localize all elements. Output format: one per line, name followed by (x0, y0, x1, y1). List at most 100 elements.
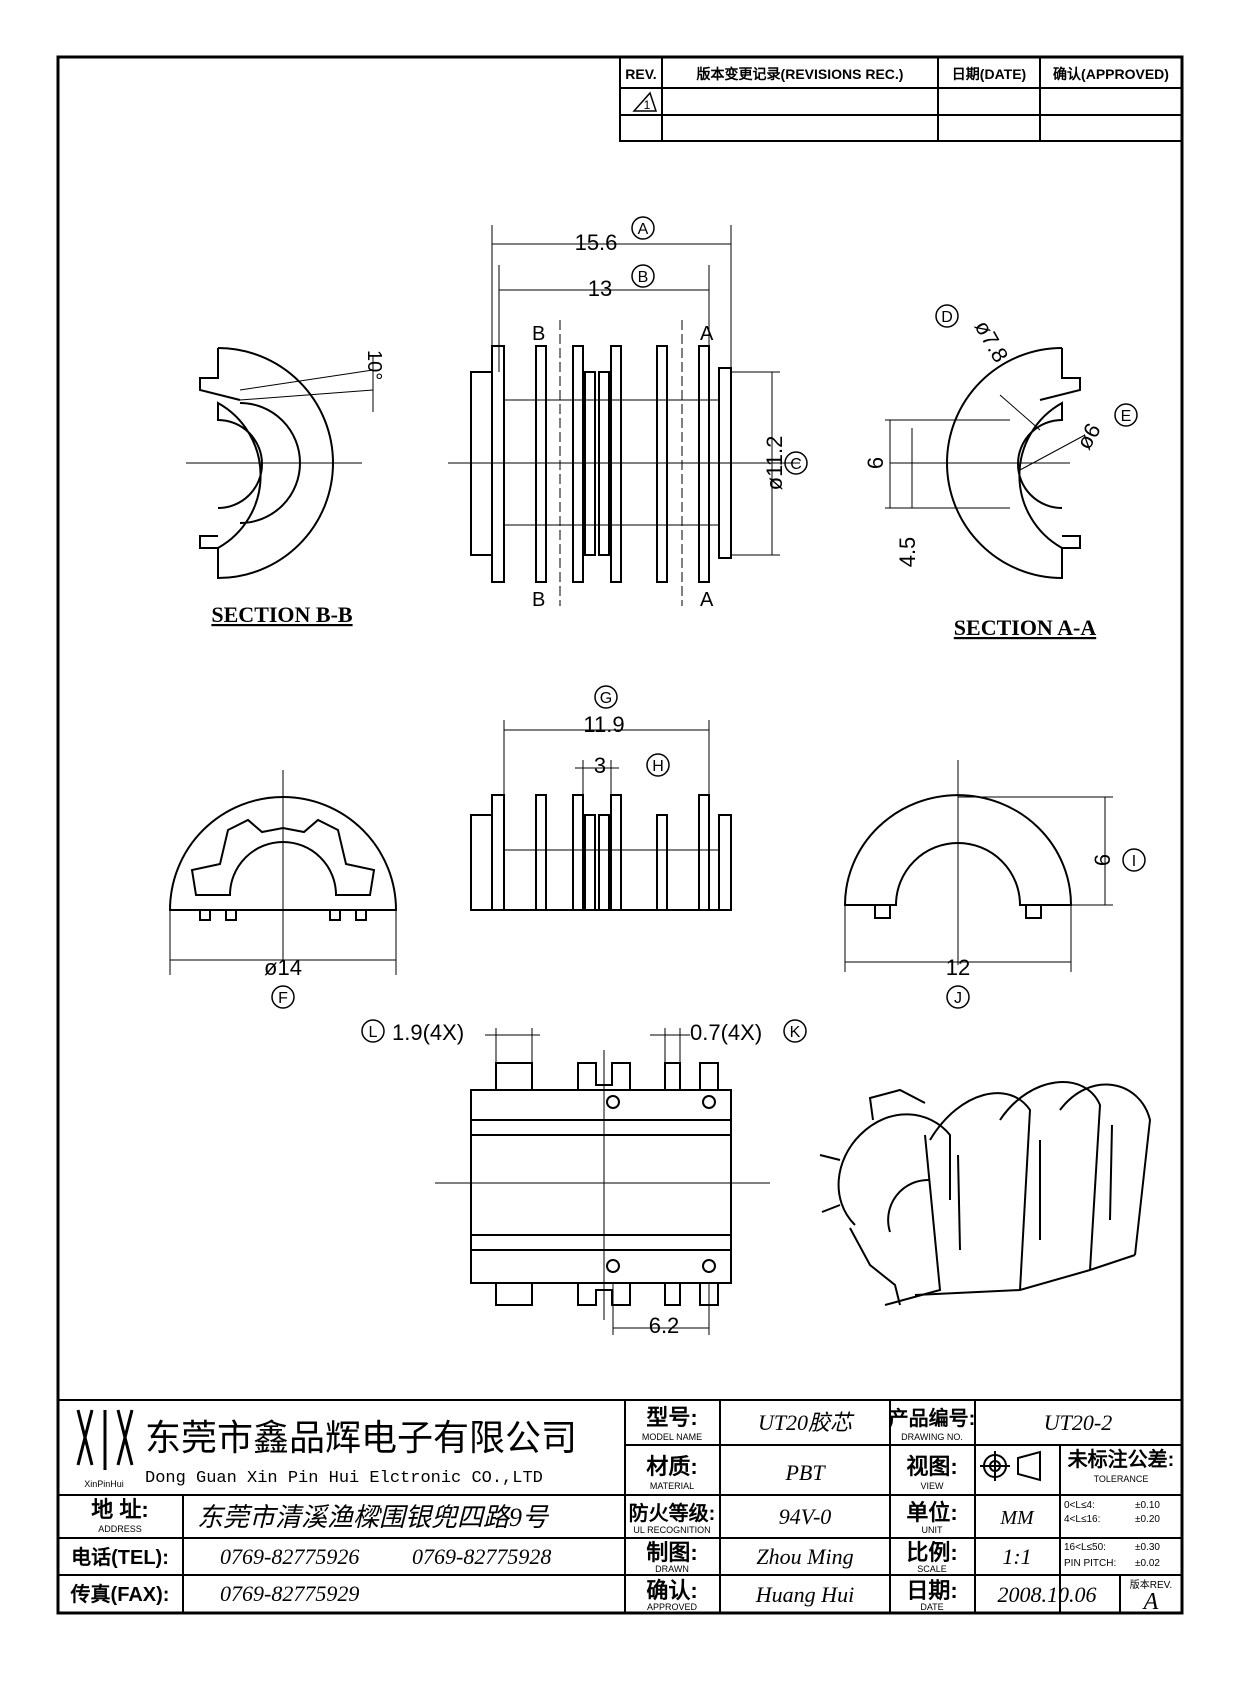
drawing-no-value: UT20-2 (1044, 1410, 1112, 1435)
date-value: 2008.10.06 (998, 1582, 1097, 1607)
front-view (448, 225, 800, 606)
material-label-en: MATERIAL (650, 1481, 694, 1491)
record-col-header: 版本变更记录(REVISIONS REC.) (697, 66, 904, 82)
dim-b-value: 13 (588, 276, 612, 301)
dim-h: 3 H (594, 753, 670, 778)
tolerance-value: ±0.30 (1135, 1542, 1160, 1553)
view-label-cn: 视图: (906, 1454, 957, 1479)
dim-pin-spacing: 6.2 (649, 1313, 680, 1338)
approved-label-cn: 确认: (646, 1578, 697, 1603)
address-label-en: ADDRESS (98, 1524, 142, 1534)
version-value: A (1142, 1589, 1159, 1615)
tolerance-list: 0<L≤4: ±0.10 4<L≤16: ±0.20 16<L≤50: ±0.3… (1064, 1500, 1160, 1569)
model-value: UT20胶芯 (758, 1410, 855, 1435)
company-name-cn: 东莞市鑫品辉电子有限公司 (145, 1417, 577, 1458)
approved-value: Huang Hui (755, 1582, 854, 1607)
fax-value: 0769-82775929 (220, 1581, 359, 1606)
dim-c: ø11.2 C (762, 436, 808, 491)
section-mark-b-bottom: B (532, 589, 545, 611)
section-mark-a-top: A (700, 323, 714, 345)
date-label-en: DATE (920, 1602, 943, 1612)
tel-label: 电话(TEL): (71, 1546, 169, 1569)
fire-label-cn: 防火等级: (629, 1501, 716, 1525)
dim-i-letter: I (1132, 853, 1136, 870)
tel-value-2: 0769-82775928 (412, 1544, 551, 1569)
half-round-end-view (843, 760, 1113, 972)
dim-d: D ø7.8 (935, 304, 1014, 367)
projection-symbol-icon (980, 1450, 1041, 1482)
top-view (435, 1028, 770, 1335)
tolerance-value: ±0.10 (1135, 1500, 1160, 1511)
dim-i-value: 6 (1090, 854, 1115, 866)
dim-k: 0.7(4X) K (690, 1019, 807, 1045)
approved-label-en: APPROVED (647, 1602, 698, 1612)
dim-l-value: 1.9(4X) (392, 1020, 464, 1045)
revision-triangle-icon: 1 (632, 91, 658, 112)
dim-section-a-height: 6 (863, 457, 888, 469)
dim-h-letter: H (652, 758, 664, 775)
dim-f-value: ø14 (264, 955, 302, 980)
dim-j: 12 J (946, 955, 970, 1009)
drawn-label-cn: 制图: (646, 1540, 697, 1565)
dim-section-a-depth: 4.5 (895, 537, 920, 568)
material-value: PBT (784, 1460, 826, 1485)
address-label-cn: 地 址: (91, 1497, 148, 1522)
unit-value: MM (999, 1507, 1035, 1529)
model-label-en: MODEL NAME (642, 1432, 702, 1442)
date-col-header: 日期(DATE) (952, 66, 1026, 82)
dim-b-letter: B (638, 269, 649, 286)
section-bb-title: SECTION B-B (211, 602, 353, 627)
angle-label: 10° (363, 350, 385, 380)
dim-e-letter: E (1121, 408, 1132, 425)
dim-e: ø6 E (1071, 403, 1138, 454)
dim-c-value: ø11.2 (762, 436, 787, 491)
dim-f: ø14 F (264, 955, 302, 1009)
drawing-no-label-en: DRAWING NO. (901, 1432, 963, 1442)
scale-label-en: SCALE (917, 1564, 947, 1574)
date-label-cn: 日期: (906, 1578, 957, 1603)
dim-b: 13 B (588, 264, 655, 301)
tolerance-label-en: TOLERANCE (1094, 1474, 1149, 1484)
dim-e-value: ø6 (1071, 419, 1105, 454)
logo-text: XinPinHui (84, 1479, 124, 1489)
company-name-en: Dong Guan Xin Pin Hui Elctronic CO.,LTD (145, 1469, 543, 1488)
model-label-cn: 型号: (646, 1405, 697, 1430)
version-label: 版本REV. (1130, 1578, 1172, 1591)
scale-value: 1:1 (1002, 1544, 1031, 1569)
tolerance-value: ±0.02 (1135, 1558, 1160, 1569)
tolerance-range: PIN PITCH: (1064, 1558, 1116, 1569)
dim-l-letter: L (369, 1024, 378, 1041)
dim-j-value: 12 (946, 955, 970, 980)
drawn-value: Zhou Ming (756, 1544, 853, 1569)
rev-col-header: REV. (625, 66, 656, 82)
section-aa-title: SECTION A-A (954, 615, 1097, 640)
dim-j-letter: J (954, 990, 962, 1007)
fire-value: 94V-0 (779, 1504, 832, 1529)
dim-g-value: 11.9 (583, 712, 624, 737)
rev-number: 1 (644, 98, 651, 112)
scale-label-cn: 比例: (906, 1540, 957, 1565)
dim-l: L 1.9(4X) (361, 1019, 464, 1045)
dim-a: 15.6 A (575, 216, 655, 255)
dim-d-value: ø7.8 (970, 316, 1014, 367)
section-aa-view (885, 347, 1086, 580)
tolerance-label-cn: 未标注公差: (1068, 1447, 1175, 1471)
section-bb-view (186, 347, 374, 580)
section-mark-a-bottom: A (700, 589, 714, 611)
unit-label-en: UNIT (922, 1525, 943, 1535)
dim-g-letter: G (600, 690, 612, 707)
fire-label-en: UL RECOGNITION (633, 1525, 710, 1535)
view-label-en: VIEW (920, 1481, 944, 1491)
dim-k-value: 0.7(4X) (690, 1020, 762, 1045)
title-block-grid (57, 1399, 1183, 1614)
company-logo-icon: XinPinHui (76, 1409, 134, 1489)
dim-h-value: 3 (594, 753, 606, 778)
tolerance-range: 16<L≤50: (1064, 1542, 1106, 1553)
approved-col-header: 确认(APPROVED) (1053, 66, 1169, 82)
drawn-label-en: DRAWN (655, 1564, 689, 1574)
dim-a-letter: A (638, 221, 649, 238)
unit-label-cn: 单位: (906, 1500, 957, 1525)
isometric-view (819, 1081, 1152, 1306)
dim-c-letter: C (790, 456, 802, 473)
